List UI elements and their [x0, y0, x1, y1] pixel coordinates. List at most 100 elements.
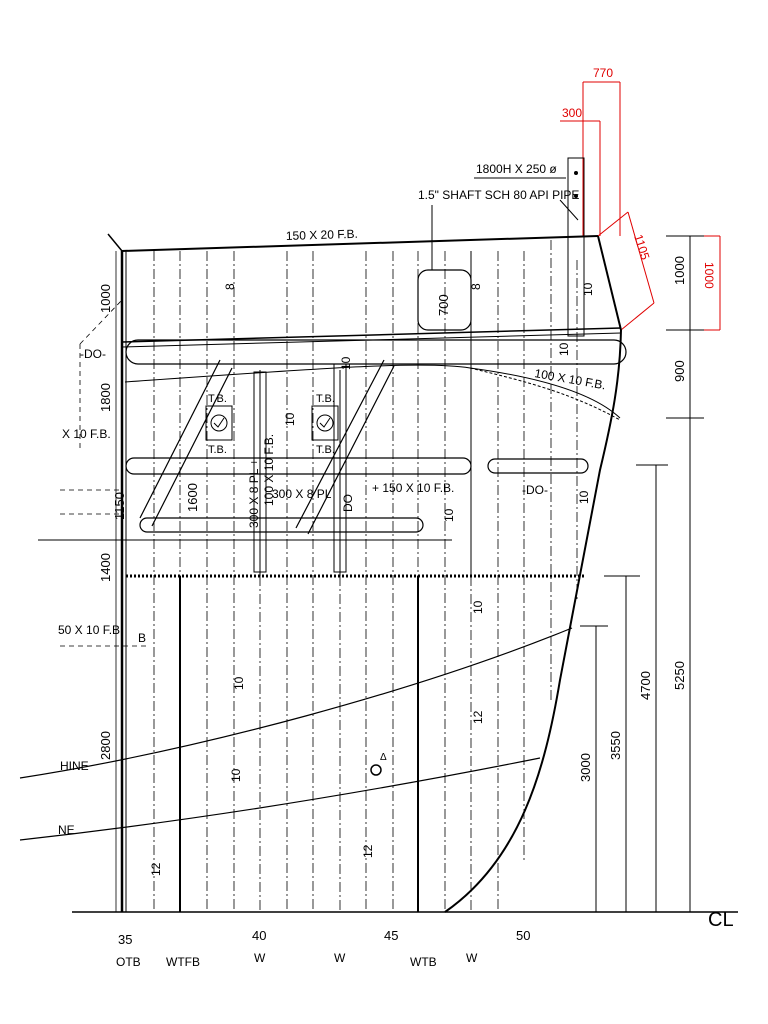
frame-50: 50 [516, 928, 530, 943]
diagonal-brace-left-a [139, 359, 221, 519]
centerline-mark: CL [708, 909, 734, 931]
dim-1600: 1600 [185, 483, 200, 512]
fb-50x10-label: 50 X 10 F.B. [58, 623, 123, 637]
pl-300x8-b: 300 X 8 PL [272, 487, 332, 501]
tb-box-1: T.B. T.B. [205, 393, 233, 456]
t-10-c: 10 [557, 342, 571, 356]
frame-40: 40 [252, 928, 266, 943]
ext-line-1105-top [597, 211, 629, 237]
top-left-chamfer [107, 233, 123, 252]
right-dimensions: 1000 900 5250 4700 3550 3000 CL [578, 235, 734, 931]
top-edge [121, 235, 599, 252]
t-12-c: 12 [149, 862, 163, 876]
t-10-i: 10 [229, 768, 243, 782]
fb-100x10-label: 100 X 10 F.B. [533, 366, 606, 392]
dim-3550: 3550 [608, 731, 623, 760]
frame-35: 35 [118, 932, 132, 947]
pipe-leader-right [559, 199, 579, 221]
dim-1400-left: 1400 [98, 553, 113, 582]
dim-1000-left: 1000 [98, 284, 113, 313]
do-vert: DO [341, 494, 355, 512]
tb-box-2-frame [311, 405, 339, 441]
ext-line-1105-bottom [620, 302, 655, 331]
fb-100x10-curve [469, 367, 621, 421]
upper-slot [125, 339, 627, 365]
t-12-b: 12 [361, 844, 375, 858]
t-10-g: 10 [471, 600, 485, 614]
thickness-marks: 8 8 10 10 10 10 10 10 10 10 10 12 12 12 [149, 282, 595, 876]
tb-label-top: T.B. [316, 393, 335, 405]
ne-line [19, 757, 541, 841]
sheer-curve [124, 364, 621, 419]
red-dim-770-label: 770 [593, 66, 613, 80]
dim-1000-right: 1000 [672, 256, 687, 285]
red-dim-300-label: 300 [562, 106, 582, 120]
lower-slot [139, 517, 424, 533]
fb-x10-label: X 10 F.B. [62, 427, 111, 441]
interior-notes: 150 X 20 F.B. 100 X 10 F.B. + 150 X 10 F… [247, 227, 607, 528]
frame-label-wtfb: WTFB [166, 955, 200, 969]
t-10-d: 10 [283, 412, 297, 426]
dim-900-right: 900 [672, 360, 687, 382]
fb-150x10-label: + 150 X 10 F.B. [372, 481, 454, 495]
dim-4700: 4700 [638, 671, 653, 700]
hine-line [19, 627, 573, 779]
diagonal-brace-right-a [295, 359, 385, 529]
tb-box-2: T.B. T.B. [311, 393, 339, 456]
tb-box-1-frame [205, 405, 233, 441]
t-8-b: 8 [469, 283, 483, 290]
shaft-opening [417, 269, 472, 331]
fb-100x10-vert: 100 X 10 F.B. [262, 434, 276, 506]
guide-diag [79, 299, 123, 345]
frame-label-wtb: WTB [410, 955, 437, 969]
vertical-post-1 [253, 371, 267, 573]
t-8-a: 8 [223, 283, 237, 290]
diagonal-brace-right-b [307, 365, 395, 535]
check-icon [316, 414, 334, 432]
dim-1800-left: 1800 [98, 383, 113, 412]
dim-2800-left: 2800 [98, 731, 113, 760]
check-icon [210, 414, 228, 432]
pl-300x8-a: 300 X 8 PL + [247, 459, 261, 528]
frame-label-w2: W [334, 951, 346, 965]
checkmark-icon [319, 417, 331, 428]
frame-label-w3: W [466, 951, 478, 965]
pipe-shaft-dot-2 [574, 194, 578, 198]
frame-label-otb: OTB [116, 955, 141, 969]
frame-numbers: 35 40 45 50 OTB WTFB W W WTB W [116, 928, 530, 969]
t-12-a: 12 [471, 710, 485, 724]
dim-5250: 5250 [672, 661, 687, 690]
middle-slot-right [487, 458, 589, 474]
bow-top-slope [597, 235, 622, 331]
delta-mark: Δ [380, 752, 387, 763]
t-10-b: 10 [339, 356, 353, 370]
dim-1150-left: 1150 [112, 492, 127, 520]
hull-outline [72, 233, 738, 913]
t-10-h: 10 [232, 676, 246, 690]
dim-700: 700 [436, 294, 451, 316]
tb-label-bottom: T.B. [316, 444, 335, 456]
stiffeners [125, 269, 627, 573]
pipe-note-line2: 1.5" SHAFT SCH 80 API PIPE [418, 188, 579, 202]
bollard-icon [370, 764, 382, 776]
b-label: B [138, 631, 146, 645]
do-label-left: -DO- [80, 347, 106, 361]
pipe-shaft-dot [574, 171, 578, 175]
tb-label-top: T.B. [208, 393, 227, 405]
frame-45: 45 [384, 928, 398, 943]
bow-curve [444, 329, 622, 913]
t-10-e: 10 [577, 490, 591, 504]
frame-lines [153, 240, 578, 912]
t-10-a: 10 [581, 282, 595, 296]
t-10-f: 10 [442, 508, 456, 522]
tb-label-bottom: T.B. [208, 444, 227, 456]
vertical-post-2 [333, 363, 347, 573]
left-dimensions: 1000 1800 1150 1400 2800 1600 700 -DO- X… [38, 251, 452, 912]
frame-label-w1: W [254, 951, 266, 965]
ne-label: NE [58, 823, 75, 837]
red-dim-1105-label: 1105 [631, 233, 652, 262]
dim-line-1105 [627, 211, 655, 304]
hine-label: HINE [60, 759, 89, 773]
dim-3000: 3000 [578, 753, 593, 782]
